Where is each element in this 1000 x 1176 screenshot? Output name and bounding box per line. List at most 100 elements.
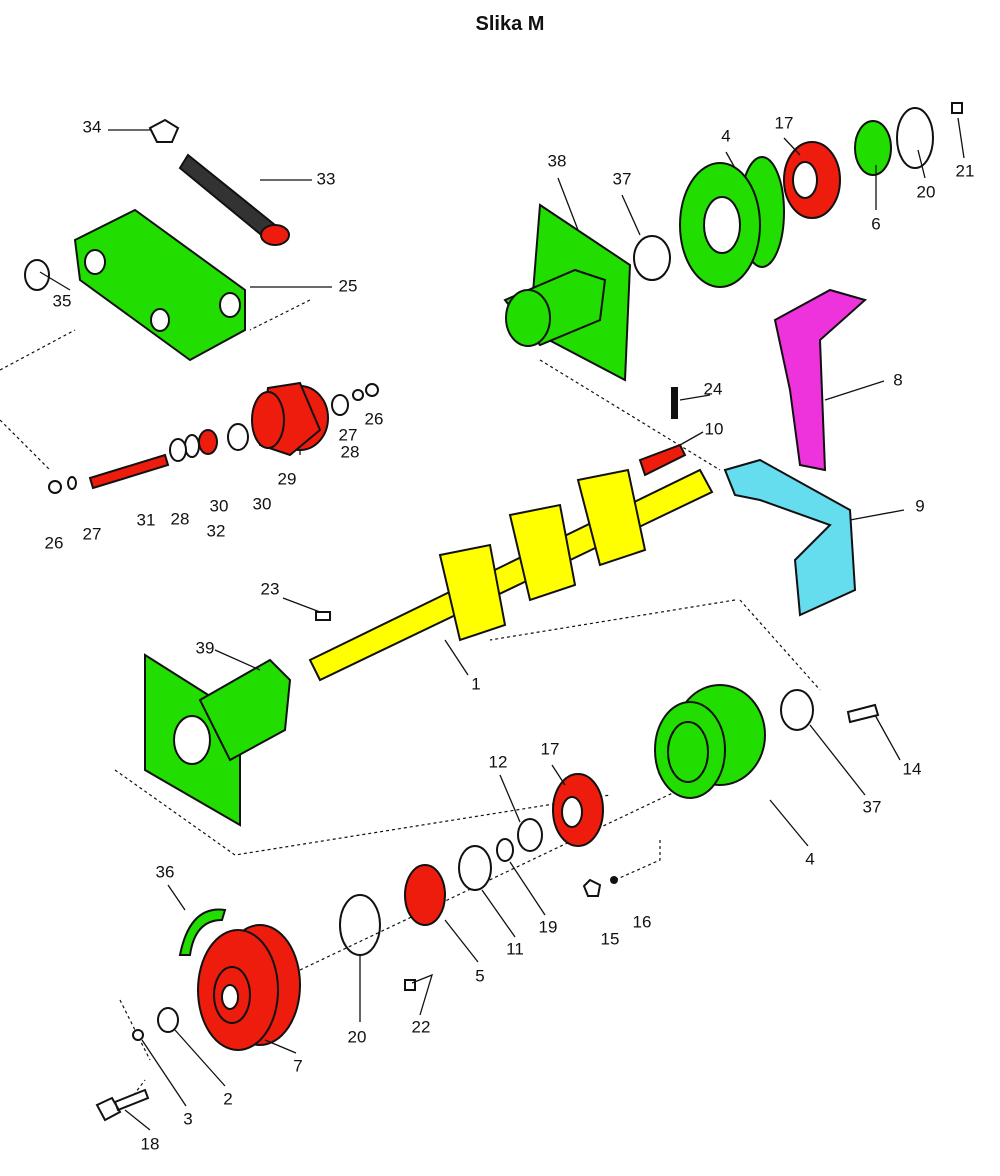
part-31-shaft <box>88 453 170 490</box>
label-19: 19 <box>539 917 558 936</box>
part-12-ring <box>517 818 543 852</box>
part-8-strap <box>773 288 868 472</box>
part-30-washer <box>198 429 218 455</box>
part-10-pin <box>638 443 687 477</box>
bore <box>667 721 709 783</box>
part-33-head <box>260 224 290 246</box>
part-15-nut <box>582 878 602 897</box>
bore <box>703 196 741 254</box>
label-30: 30 <box>210 496 229 515</box>
part-19-ring <box>496 838 514 862</box>
label-33: 33 <box>317 169 336 188</box>
part-18-bolt <box>95 1088 150 1122</box>
label-4: 4 <box>721 126 730 145</box>
part-6-cap <box>854 120 892 176</box>
label-11: 11 <box>506 939 524 958</box>
part-35-clip <box>24 259 50 291</box>
label-9: 9 <box>915 496 924 515</box>
part-36-guard <box>178 908 227 956</box>
assembly-line <box>0 299 721 471</box>
label-14: 14 <box>903 759 922 778</box>
label-6: 6 <box>871 214 880 233</box>
label-3: 3 <box>183 1109 192 1128</box>
label-2: 2 <box>223 1089 232 1108</box>
label-36: 36 <box>156 862 175 881</box>
part-23-key <box>315 611 331 621</box>
part-28-spacer <box>169 438 187 462</box>
label-1: 1 <box>471 674 480 693</box>
label-20: 20 <box>917 182 936 201</box>
label-4: 4 <box>805 849 814 868</box>
label-29: 29 <box>278 469 297 488</box>
part-34-nut <box>148 118 180 143</box>
part-37-seal <box>633 235 671 281</box>
part-30-washer <box>227 423 249 451</box>
assembly-line <box>114 599 821 881</box>
label-5: 5 <box>475 966 484 985</box>
label-12: 12 <box>489 752 508 771</box>
label-31: 31 <box>137 510 156 529</box>
part-1-flange <box>438 543 507 642</box>
label-8: 8 <box>893 370 902 389</box>
part-labels: 34 33 25 35 38 37 4 17 6 20 21 24 8 10 2… <box>45 113 975 1153</box>
part-20-ring <box>896 107 934 169</box>
label-22: 22 <box>412 1017 431 1036</box>
label-24: 24 <box>704 379 723 398</box>
part-38-bore <box>505 289 551 347</box>
part-37-seal <box>780 689 814 731</box>
label-37: 37 <box>863 797 882 816</box>
label-27: 27 <box>339 425 358 444</box>
hole <box>150 308 170 332</box>
assembly-line <box>119 779 701 1101</box>
part-26-nut <box>365 383 379 397</box>
part-2-washer <box>157 1007 179 1033</box>
label-17: 17 <box>775 113 794 132</box>
part-3-washer <box>132 1029 144 1041</box>
part-28-spacer <box>331 394 349 416</box>
label-21: 21 <box>956 161 975 180</box>
label-18: 18 <box>141 1134 160 1153</box>
part-5-collar <box>404 864 446 926</box>
label-23: 23 <box>261 579 280 598</box>
label-37: 37 <box>613 169 632 188</box>
label-27: 27 <box>83 524 102 543</box>
bore <box>792 161 818 199</box>
hole <box>84 249 106 275</box>
label-15: 15 <box>601 929 620 948</box>
part-16-washer <box>610 876 618 884</box>
label-28: 28 <box>171 509 190 528</box>
label-30: 30 <box>253 494 272 513</box>
part-20-ring <box>339 894 381 956</box>
leader-lines <box>39 117 965 1131</box>
label-7: 7 <box>293 1056 302 1075</box>
label-38: 38 <box>548 151 567 170</box>
hole <box>219 292 241 318</box>
part-22-screw <box>404 979 416 991</box>
label-17: 17 <box>541 739 560 758</box>
label-26: 26 <box>45 533 64 552</box>
part-14-bolt <box>846 703 880 724</box>
part-27-washer <box>352 389 364 401</box>
label-32: 32 <box>207 521 226 540</box>
label-25: 25 <box>339 276 358 295</box>
part-39-tube <box>198 658 292 762</box>
part-11-spacer <box>458 845 492 891</box>
part-25-bracket <box>73 208 246 362</box>
part-33-bolt <box>178 153 277 240</box>
label-35: 35 <box>53 291 72 310</box>
part-1-flange <box>576 468 647 567</box>
label-28: 28 <box>341 442 360 461</box>
part-1-shaft <box>308 468 714 682</box>
part-9-strap <box>723 458 857 617</box>
figure-title: Slika M <box>476 13 545 35</box>
bore <box>221 984 239 1010</box>
label-20: 20 <box>348 1027 367 1046</box>
label-39: 39 <box>196 638 215 657</box>
part-21-screw <box>951 102 963 114</box>
label-16: 16 <box>633 912 652 931</box>
part-24-pin <box>671 387 678 419</box>
label-26: 26 <box>365 409 384 428</box>
part-32-ring <box>184 434 200 458</box>
